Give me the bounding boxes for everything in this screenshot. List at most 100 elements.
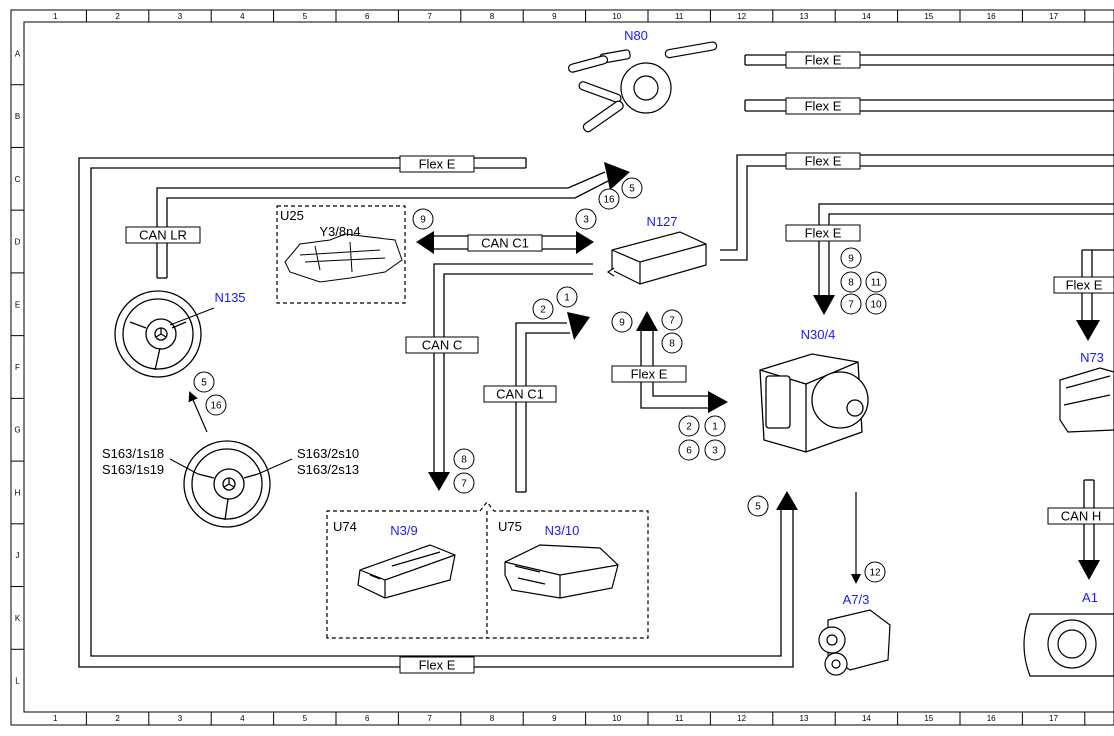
s163-1-leader [169,458,199,475]
connector-circle [704,439,726,461]
u75-label: U75 [498,519,522,534]
y3-8n4-conductor-plate [284,233,403,283]
grid-col-label: 5 [303,12,308,21]
flex-e-label-top-loop: Flex E [419,157,456,172]
connector-circle [611,311,633,333]
n127-module [606,231,707,285]
grid-col-label: 9 [552,12,557,21]
can-c-down-arrowhead [428,472,450,491]
grid-col-label: 8 [490,714,495,723]
n80-steering-column-switch [567,41,718,133]
grid-col-label: 8 [490,12,495,21]
n80-label: N80 [624,28,648,43]
n73-down-arrowhead [1076,320,1100,341]
connector-number: 5 [755,502,761,513]
connector-number: 16 [603,195,615,206]
grid-row-label: H [15,488,21,497]
flex-e-n127-b [720,165,1114,261]
flex-e-label-row-c: Flex E [805,154,842,169]
grid-col-label: 15 [924,714,933,723]
flex-e-n30-b [828,213,1114,295]
a1-label: A1 [1082,590,1098,605]
connector-circle [678,439,700,461]
n30-4-label: N30/4 [801,327,836,342]
n30-down-arrowhead [813,295,835,315]
grid-col-label: 14 [862,714,871,723]
flex-e-loop-outer [78,157,794,668]
connector-circle [865,293,887,315]
can-lr-arrowhead [604,162,630,190]
connector-number: 2 [540,305,546,316]
grid-col-label: 7 [427,12,432,21]
n3-9-engine-control-unit [357,544,456,599]
connector-number: 3 [712,446,718,457]
can-h-label-box [1047,507,1114,525]
grid-col-label: 11 [675,12,684,21]
flex-e-label-row-b: Flex E [805,99,842,114]
a7-3-component [818,609,891,676]
flex-e-label-right-box [1053,276,1114,294]
can-c-line-a [433,263,593,472]
connector-circle [661,332,683,354]
connector-number: 1 [564,293,570,304]
connector-circle [453,448,475,470]
n73-module-partial [1059,367,1114,433]
y3-8n4-label: Y3/8n4 [319,224,360,239]
connector-number: 6 [686,446,692,457]
grid-row-label: G [14,426,20,435]
flex-e-label-row-a: Flex E [805,53,842,68]
n73-label: N73 [1080,350,1104,365]
can-c-label: CAN C [422,338,462,353]
can-lr-label: CAN LR [139,228,187,243]
connector-number: 9 [619,318,625,329]
connector-number: 16 [210,401,222,412]
connector-number: 3 [583,215,589,226]
flex-e-label-bottom-loop-box [399,656,475,674]
can-c1-label-mid-box [483,385,557,403]
can-c1-v-b [525,332,570,492]
grid-col-label: 16 [987,714,996,723]
flex-e-label-bottom-loop: Flex E [419,658,456,673]
can-c1-v-a [515,322,567,492]
grid-col-label: 1 [53,714,58,723]
grid-col-label: 14 [862,12,871,21]
s163-1s18-label: S163/1s18 [102,446,164,461]
connector-number: 9 [420,215,426,226]
connector-number: 8 [848,278,854,289]
grid-col-label: 4 [240,714,245,723]
connector-number: 5 [629,184,635,195]
connector-number: 11 [871,278,882,289]
flex-e-n30-a [818,203,1114,295]
can-c1-label-mid: CAN C1 [496,387,544,402]
flex-e-label-right: Flex E [1066,278,1103,293]
grid-row-label: L [15,677,20,686]
grid-col-label: 3 [178,714,183,723]
connector-number: 7 [848,300,854,311]
flex-e-loop-inner [90,167,782,657]
connector-circle [678,415,700,437]
n135-leader [169,307,215,326]
flex-e-mid-b [652,330,710,397]
grid-col-label: 13 [800,12,809,21]
a1-down-arrowhead [1078,560,1100,580]
flex-e-label-top-loop-box [399,155,475,173]
s163-2-leader [257,458,293,475]
grid-col-label: 4 [240,12,245,21]
grid-col-label: 7 [427,714,432,723]
connector-circle [864,561,886,583]
connector-circle [661,309,683,331]
connector-circle [205,394,227,416]
connector-number: 8 [669,339,675,350]
connector-circle [840,293,862,315]
connector-number: 1 [712,422,718,433]
can-c1-right-arrowhead [576,231,594,254]
n3-9-label: N3/9 [390,523,417,538]
connector-number: 7 [461,479,467,490]
flex-e-label-n30: Flex E [805,226,842,241]
flex-e-label-mid: Flex E [631,367,668,382]
connector-circle [453,472,475,494]
grid-col-label: 11 [675,714,684,723]
connector-circle [865,271,887,293]
grid-col-label: 5 [303,714,308,723]
